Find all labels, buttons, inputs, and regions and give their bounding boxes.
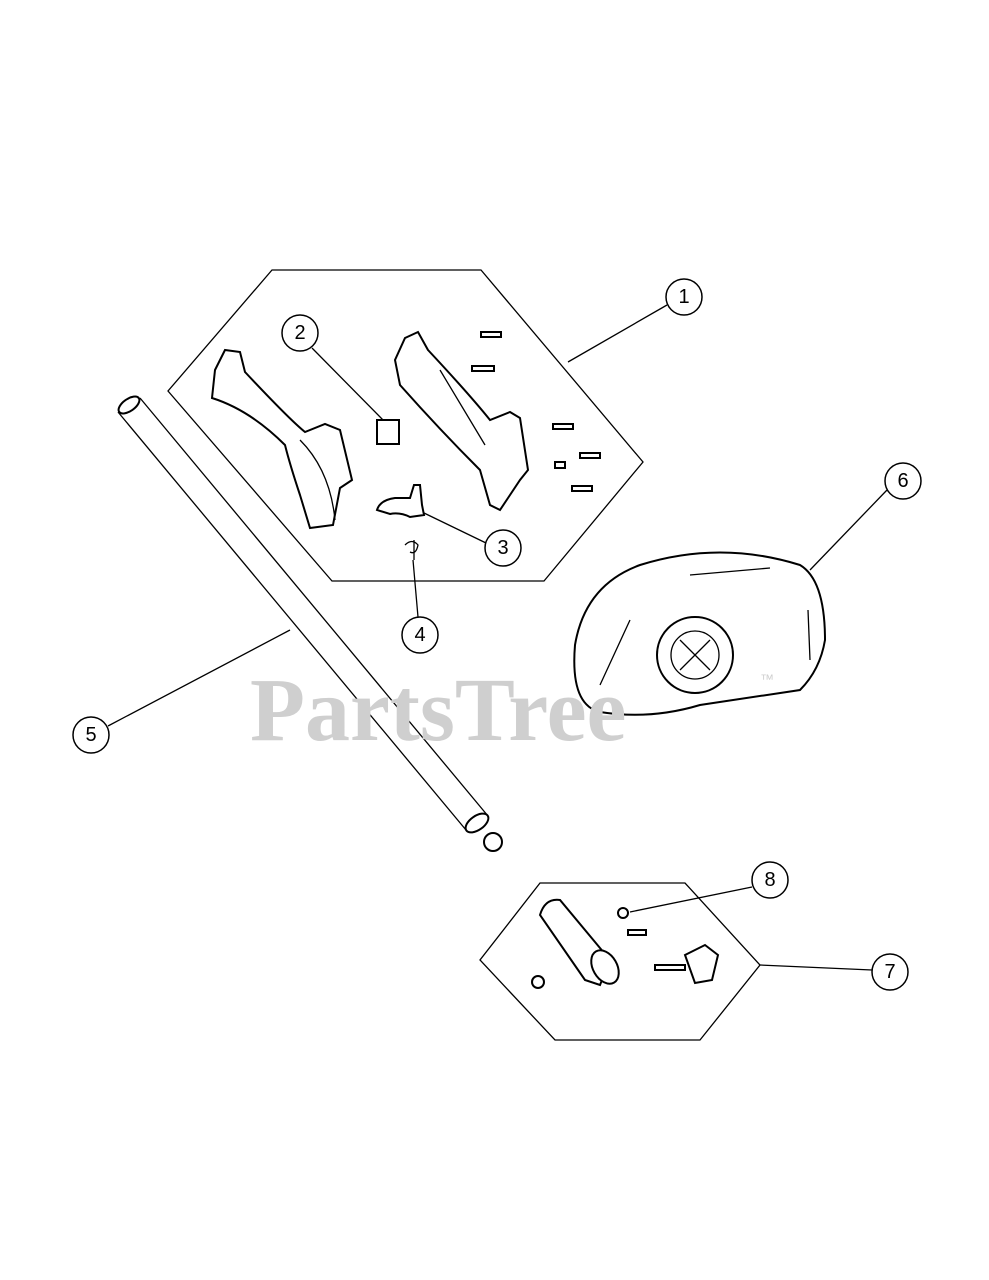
svg-text:1: 1: [678, 286, 689, 308]
handle-grip-right: [393, 330, 530, 512]
spring-part: [404, 540, 419, 560]
svg-text:2: 2: [294, 322, 305, 344]
watermark: PartsTree: [250, 661, 626, 760]
shaft-tube: [117, 395, 503, 852]
screws: [471, 331, 601, 492]
callout-3: 3: [484, 529, 522, 567]
kit-outline-coupler: [479, 882, 761, 1041]
coupler-parts: [531, 898, 720, 989]
switch-part: [376, 419, 400, 445]
kit-outline-handle: [167, 269, 644, 582]
callout-2: 2: [281, 314, 319, 352]
callout-1: 1: [665, 278, 703, 316]
grass-guard: [573, 551, 827, 716]
svg-text:8: 8: [764, 869, 775, 891]
handle-grip-left: [210, 348, 354, 530]
leader-lines: [107, 304, 888, 971]
watermark-trademark: ™: [760, 671, 774, 687]
svg-text:5: 5: [85, 724, 96, 746]
svg-text:3: 3: [497, 537, 508, 559]
svg-text:6: 6: [897, 470, 908, 492]
callout-7: 7: [871, 953, 909, 991]
svg-text:7: 7: [884, 961, 895, 983]
svg-text:4: 4: [414, 624, 425, 646]
callout-6: 6: [884, 462, 922, 500]
callout-4: 4: [401, 616, 439, 654]
callout-5: 5: [72, 716, 110, 754]
callout-8: 8: [751, 861, 789, 899]
trigger-part: [375, 484, 426, 519]
